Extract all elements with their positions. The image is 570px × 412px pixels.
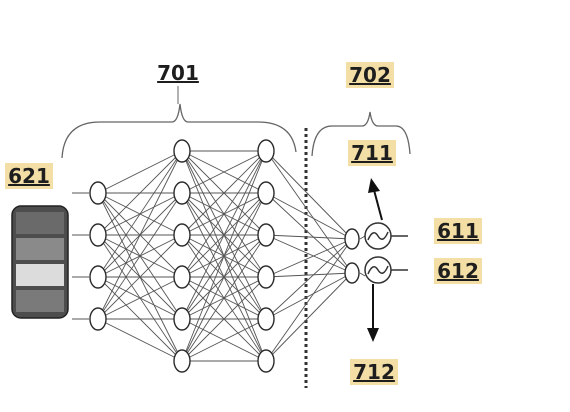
network-edge xyxy=(97,318,183,362)
network-node xyxy=(89,223,107,247)
network-brace xyxy=(61,103,297,159)
network-node xyxy=(89,307,107,331)
network-edge xyxy=(181,150,267,194)
network-edge xyxy=(181,150,267,236)
output-stage-brace xyxy=(311,111,411,157)
network-edge xyxy=(265,238,353,320)
network-node xyxy=(257,307,275,331)
oscillator-link xyxy=(359,235,366,240)
signal-top-label: 611 xyxy=(437,219,479,243)
network-edge xyxy=(265,234,353,240)
signal-bottom-label: 612 xyxy=(437,259,479,283)
network-edge xyxy=(97,276,183,320)
network-node xyxy=(344,262,360,284)
network-node xyxy=(89,265,107,289)
input-block-label-highlight xyxy=(5,163,53,189)
network-edge xyxy=(97,192,183,320)
output-bottom-label-highlight xyxy=(350,359,398,385)
network-edge xyxy=(181,276,267,362)
signal-bottom-label-highlight xyxy=(434,258,482,284)
network-edge xyxy=(265,150,353,274)
output-arrow-up-icon xyxy=(368,178,383,221)
network-node xyxy=(173,181,191,205)
output-stage-label: 702 xyxy=(349,63,391,87)
network-edge xyxy=(181,192,267,362)
network-edge xyxy=(97,150,183,194)
network-edge xyxy=(265,192,353,240)
output-stage-label-highlight xyxy=(346,62,394,88)
network-edges xyxy=(72,150,366,362)
network-node xyxy=(257,139,275,163)
network-edge xyxy=(97,150,183,236)
network-nodes xyxy=(89,139,360,373)
input-block-label: 621 xyxy=(8,164,50,188)
signal-top-label-highlight xyxy=(434,218,482,244)
network-label: 701 xyxy=(157,61,199,85)
network-edge xyxy=(181,150,267,362)
network-node xyxy=(257,223,275,247)
output-top-label: 711 xyxy=(351,141,393,165)
network-node xyxy=(89,181,107,205)
output-arrow-down-icon xyxy=(367,284,379,342)
network-edge xyxy=(97,150,183,320)
output-oscillator-top xyxy=(364,222,408,250)
network-node xyxy=(257,349,275,373)
input-block xyxy=(11,205,69,319)
network-edge xyxy=(181,234,267,362)
network-node xyxy=(173,349,191,373)
network-edge xyxy=(265,238,353,278)
network-edge xyxy=(265,272,353,320)
network-node xyxy=(344,228,360,250)
network-edge xyxy=(265,238,353,362)
network-edge xyxy=(265,272,353,278)
output-oscillator-bottom xyxy=(364,256,408,284)
network-edge xyxy=(97,150,183,278)
network-node xyxy=(173,265,191,289)
network-node xyxy=(257,181,275,205)
network-edge xyxy=(97,234,183,320)
network-edge xyxy=(265,150,353,240)
network-node xyxy=(257,265,275,289)
network-edge xyxy=(181,150,267,320)
network-edge xyxy=(265,192,353,274)
network-node xyxy=(173,139,191,163)
network-edge xyxy=(181,150,267,278)
output-bottom-label: 712 xyxy=(353,360,395,384)
network-node xyxy=(173,307,191,331)
network-edge xyxy=(265,272,353,362)
network-node xyxy=(173,223,191,247)
network-edge xyxy=(181,318,267,362)
network-edge xyxy=(265,234,353,274)
output-top-label-highlight xyxy=(348,140,396,166)
oscillator-link xyxy=(359,272,366,277)
